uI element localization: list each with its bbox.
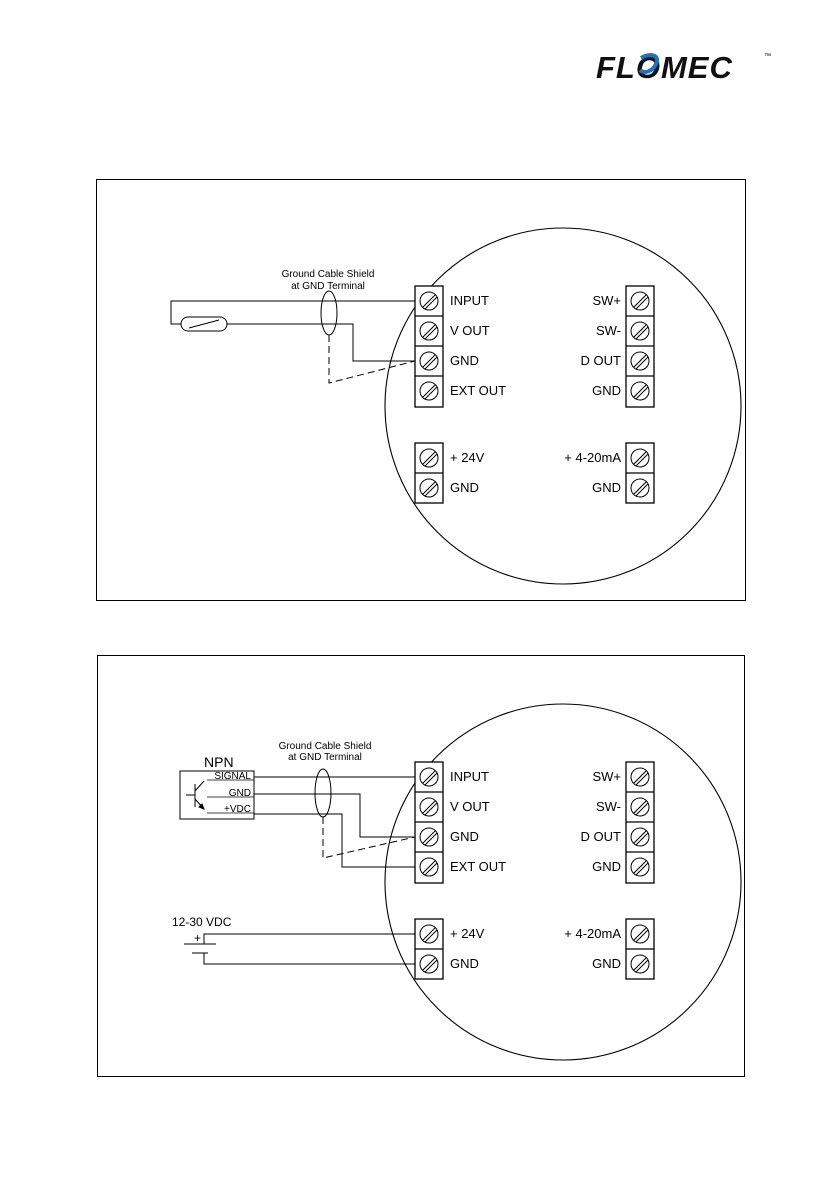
logo-text: FLOMEC — [596, 50, 733, 82]
shield-label-line2: at GND Terminal — [288, 752, 362, 763]
cable-shield-icon — [315, 769, 331, 817]
shield-label-line1: Ground Cable Shield — [282, 269, 375, 280]
right-terminal-block — [626, 762, 654, 883]
trademark-mark: ™ — [764, 53, 771, 60]
cable-shield-icon — [321, 291, 337, 335]
sensor-pin-signal: SIGNAL — [214, 771, 251, 782]
power-terminal-block-left — [415, 919, 443, 979]
wiring-diagram-npn-sensor: INPUT V OUT GND EXT OUT SW+ SW- D OUT GN… — [97, 655, 745, 1077]
flomec-logo: FLOMEC ™ — [594, 48, 774, 82]
right-terminal-block — [626, 286, 654, 407]
terminal-label-4-20ma-gnd: GND — [592, 956, 621, 971]
terminal-label-4-20ma: + 4-20mA — [564, 450, 621, 465]
power-terminal-block-right — [626, 919, 654, 979]
power-terminal-block-left — [415, 443, 443, 503]
power-terminal-block-right — [626, 443, 654, 503]
terminal-label-sw-minus: SW- — [596, 799, 621, 814]
terminal-label-d-out: D OUT — [581, 829, 622, 844]
sensor-pin-gnd: GND — [229, 788, 251, 799]
terminal-label-4-20ma: + 4-20mA — [564, 926, 621, 941]
left-terminal-block — [415, 286, 443, 407]
shield-label-line2: at GND Terminal — [291, 281, 365, 292]
terminal-label-plus-24v: + 24V — [450, 450, 485, 465]
terminal-label-plus-24v: + 24V — [450, 926, 485, 941]
sensor-pin-vdc: +VDC — [224, 804, 251, 815]
terminal-label-gnd: GND — [450, 829, 479, 844]
terminal-label-input: INPUT — [450, 769, 489, 784]
terminal-label-gnd-right: GND — [592, 859, 621, 874]
sensor-type-label: NPN — [204, 754, 234, 770]
terminal-label-v-out: V OUT — [450, 323, 490, 338]
left-terminal-block — [415, 762, 443, 883]
terminal-label-power-gnd: GND — [450, 956, 479, 971]
terminal-label-power-gnd: GND — [450, 480, 479, 495]
terminal-label-gnd: GND — [450, 353, 479, 368]
terminal-label-ext-out: EXT OUT — [450, 383, 506, 398]
reed-switch-wiring — [171, 291, 415, 383]
supply-plus-label: + — [194, 931, 201, 945]
terminal-label-sw-plus: SW+ — [592, 293, 621, 308]
supply-voltage-label: 12-30 VDC — [172, 915, 232, 929]
terminal-label-gnd-right: GND — [592, 383, 621, 398]
terminal-label-4-20ma-gnd: GND — [592, 480, 621, 495]
terminal-label-sw-plus: SW+ — [592, 769, 621, 784]
wiring-diagram-reed-switch: INPUT V OUT GND EXT OUT SW+ SW- D OUT GN… — [96, 179, 746, 601]
npn-sensor-wiring — [254, 769, 415, 867]
terminal-label-v-out: V OUT — [450, 799, 490, 814]
terminal-label-d-out: D OUT — [581, 353, 622, 368]
terminal-label-input: INPUT — [450, 293, 489, 308]
terminal-label-sw-minus: SW- — [596, 323, 621, 338]
shield-label-line1: Ground Cable Shield — [279, 741, 372, 752]
terminal-label-ext-out: EXT OUT — [450, 859, 506, 874]
dc-supply-wiring — [184, 934, 415, 964]
